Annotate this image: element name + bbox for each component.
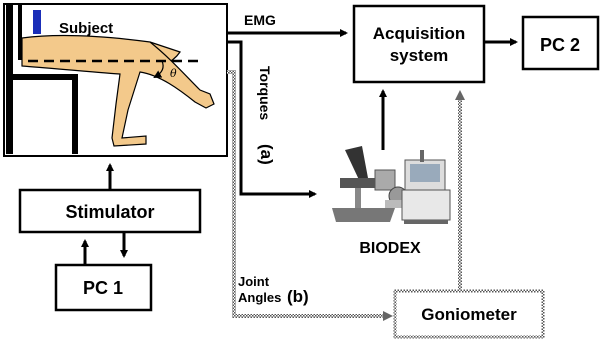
chair xyxy=(6,5,78,154)
pc1-label: PC 1 xyxy=(83,278,123,298)
goniometer-box: Goniometer xyxy=(393,289,545,339)
goniometer-label: Goniometer xyxy=(421,305,517,324)
acquisition-label-line1: Acquisition xyxy=(373,24,466,43)
leg-illustration xyxy=(21,34,215,147)
subject-label: Subject xyxy=(59,20,113,37)
angle-arc xyxy=(153,60,164,78)
biodex-label: BIODEX xyxy=(359,240,421,257)
joint-label: Joint xyxy=(238,274,270,289)
theta-label: θ xyxy=(170,67,177,80)
electrode-marker xyxy=(33,10,41,34)
joint-angles-path xyxy=(227,70,387,318)
goniometer-arrowhead xyxy=(455,90,465,100)
acquisition-system-box: Acquisition system xyxy=(352,4,486,84)
emg-label: EMG xyxy=(244,12,276,28)
label-a: (a) xyxy=(257,144,276,165)
joint-angles-arrowhead xyxy=(383,311,393,321)
label-b: (b) xyxy=(287,287,309,306)
subject-box: θ Subject xyxy=(3,3,228,157)
stimulator-label: Stimulator xyxy=(65,202,154,222)
pc1-box: PC 1 xyxy=(54,263,153,312)
torques-label: Torques xyxy=(257,66,273,120)
stimulator-box: Stimulator xyxy=(18,188,202,234)
pc2-label: PC 2 xyxy=(540,35,580,55)
torques-arrow xyxy=(227,40,317,198)
acquisition-label-line2: system xyxy=(390,46,449,65)
biodex-illustration xyxy=(332,146,451,224)
pc2-box: PC 2 xyxy=(521,15,600,71)
angles-label: Angles xyxy=(238,290,281,305)
